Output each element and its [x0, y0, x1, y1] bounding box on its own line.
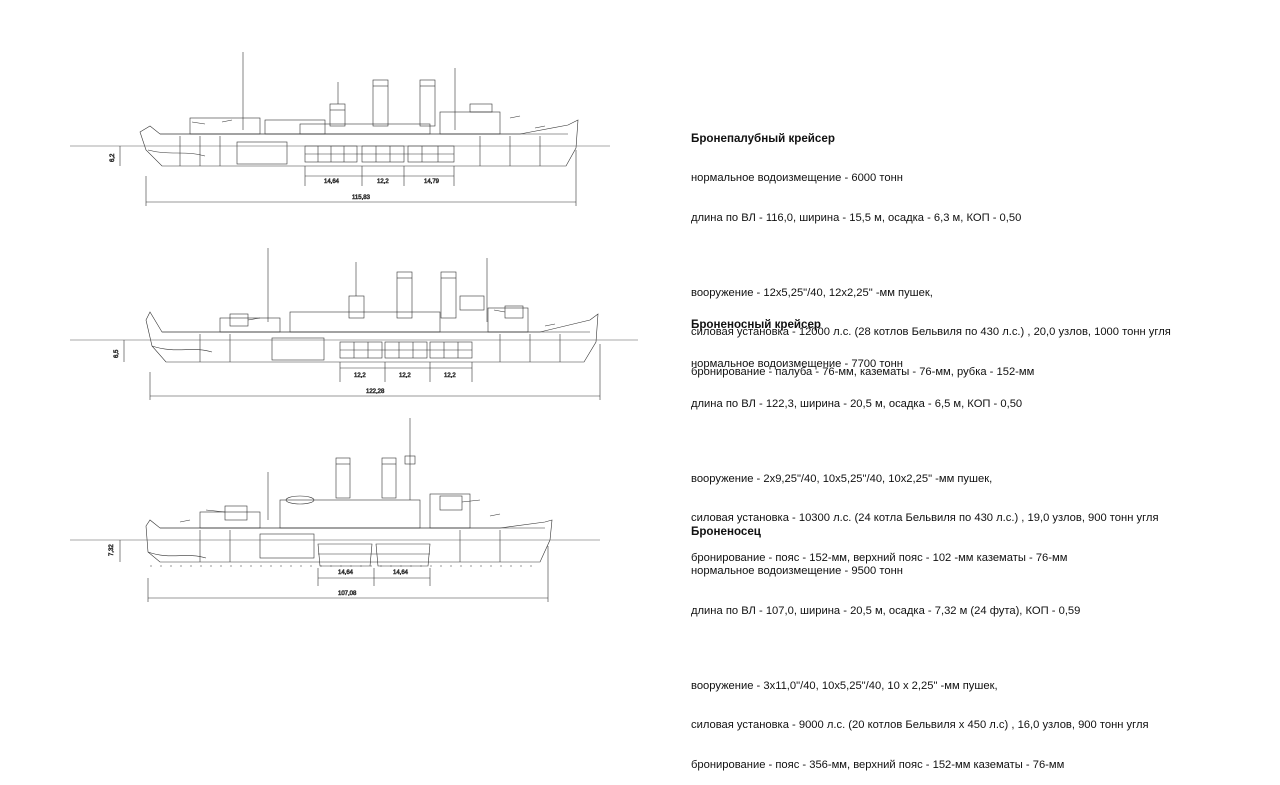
ship-2-compartment-dim: 12,2 [399, 373, 411, 379]
ship-2-draft-dim: 6,5 [114, 349, 120, 358]
ship-2-displacement: нормальное водоизмещение - 7700 тонн [691, 358, 903, 371]
ship-3-dimensions: длина по ВЛ - 107,0, ширина - 20,5 м, ос… [691, 604, 1081, 617]
ship-3-powerplant: силовая установка - 9000 л.с. (20 котлов… [691, 719, 1149, 732]
ship-1-length-dim: 115,83 [352, 195, 371, 201]
ship-3-title: Броненосец [691, 525, 761, 539]
ship-3-length-dim: 107,08 [338, 591, 357, 597]
ship-3-compartment-dim: 14,64 [393, 570, 409, 576]
ship-1-title: Бронепалубный крейсер [691, 132, 835, 146]
ship-2-title: Броненосный крейсер [691, 318, 822, 332]
ship-1-compartment-dim: 12,2 [377, 179, 389, 185]
ship-3-compartment-dim: 14,64 [338, 570, 354, 576]
ship-1-displacement: нормальное водоизмещение - 6000 тонн [691, 172, 903, 185]
ship-drawings: 6,2 14,64 12,2 14,79 115,83 [70, 52, 638, 602]
ship-1-specs: Бронепалубный крейсер нормальное водоизм… [691, 106, 1171, 392]
ship-3-displacement: нормальное водоизмещение - 9500 тонн [691, 565, 903, 578]
ship-2-armament: вооружение - 2х9,25"/40, 10х5,25"/40, 10… [691, 472, 993, 485]
ship-1-armor: бронирование - палуба - 76-мм, казематы … [691, 365, 1035, 378]
ship-1-armament: вооружение - 12х5,25"/40, 12х2,25" -мм п… [691, 286, 933, 299]
ship-2-length-dim: 122,28 [366, 389, 385, 395]
ship-3-draft-dim: 7,32 [109, 544, 115, 556]
ship-3-profile [70, 418, 600, 602]
ship-1-powerplant: силовая установка - 12000 л.с. (28 котло… [691, 326, 1171, 339]
ship-2-compartment-dim: 12,2 [444, 373, 456, 379]
ship-1-dimensions: длина по ВЛ - 116,0, ширина - 15,5 м, ос… [691, 211, 1022, 224]
ship-1-compartment-dim: 14,64 [324, 179, 340, 185]
ship-1-profile [70, 52, 610, 206]
ship-2-compartment-dim: 12,2 [354, 373, 366, 379]
ship-1-compartment-dim: 14,79 [424, 179, 440, 185]
ship-2-profile [70, 248, 638, 400]
ship-3-armament: вооружение - 3х11,0"/40, 10х5,25"/40, 10… [691, 679, 998, 692]
ship-1-draft-dim: 6,2 [110, 153, 116, 162]
ship-3-specs: Броненосец нормальное водоизмещение - 95… [691, 499, 1149, 785]
ship-3-armor: бронирование - пояс - 356-мм, верхний по… [691, 758, 1065, 771]
ship-2-specs: Броненосный крейсер нормальное водоизмещ… [691, 292, 1159, 578]
ship-2-armor: бронирование - пояс - 152-мм, верхний по… [691, 551, 1068, 564]
ship-2-powerplant: силовая установка - 10300 л.с. (24 котла… [691, 512, 1159, 525]
ship-2-dimensions: длина по ВЛ - 122,3, ширина - 20,5 м, ос… [691, 397, 1023, 410]
